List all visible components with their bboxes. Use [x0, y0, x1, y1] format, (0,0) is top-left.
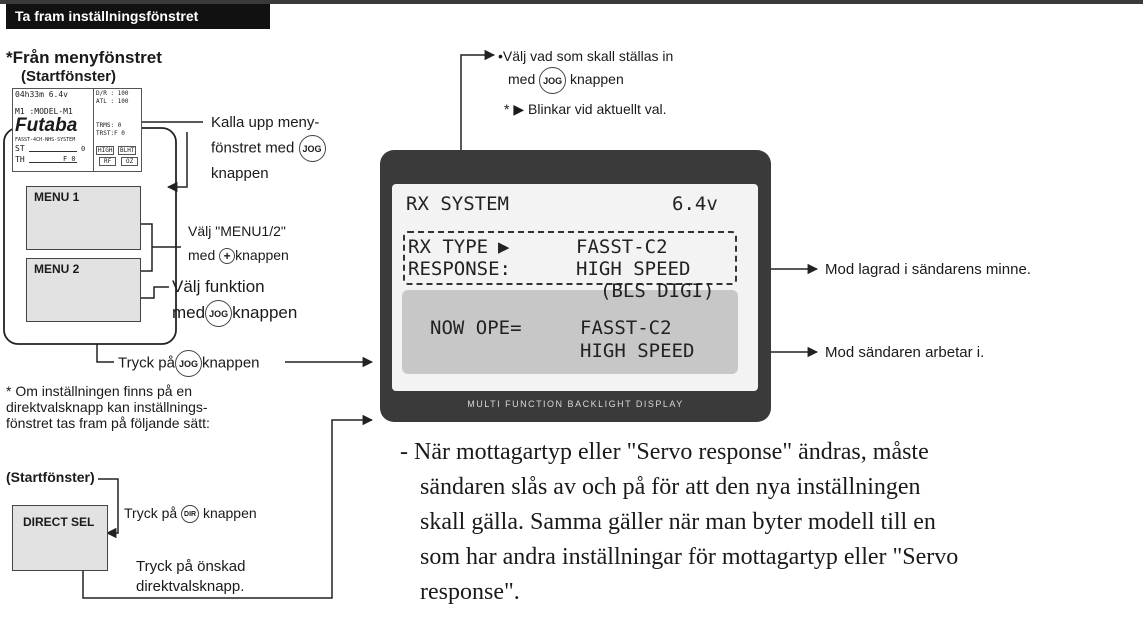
body-line-3: skall gälla. Samma gäller när man byter …: [420, 509, 936, 535]
body-line-5: response".: [420, 579, 520, 605]
mini-atl: ATL : 100: [96, 98, 129, 105]
body-line-4: som har andra inställningar för mottagar…: [420, 544, 959, 570]
top-rule: [0, 0, 1143, 4]
stored-mode-callout: Mod lagrad i sändarens minne.: [825, 261, 1031, 278]
response-label: RESPONSE:: [408, 258, 511, 280]
mini-btn-high: HIGH: [96, 146, 115, 155]
direct-sel-label: DIRECT SEL: [23, 515, 95, 529]
select-func-line3: knappen: [232, 303, 298, 322]
start-window-label: (Startfönster): [21, 68, 117, 85]
operating-mode-callout: Mod sändaren arbetar i.: [825, 344, 985, 361]
jog-button-icon: JOG: [205, 300, 233, 328]
now-ope-box: [402, 290, 738, 374]
stored-mode-box: [403, 231, 737, 285]
press-dir-suffix: knappen: [202, 505, 257, 521]
rx-type-value: FASST-C2: [576, 236, 668, 258]
from-menu-title: *Från menyfönstret: [6, 48, 162, 67]
lcd-caption: MULTI FUNCTION BACKLIGHT DISPLAY: [467, 399, 684, 409]
mini-btn-blht: BLHT: [118, 146, 137, 155]
blink-asterisk: *: [504, 101, 510, 117]
mini-start-screen: 04h33m 6.4v M1 :MODEL-M1 Futaba FASST-4C…: [12, 88, 142, 172]
mini-th-bar: [29, 162, 77, 163]
mini-dr: D/R : 100: [96, 90, 129, 97]
select-what-line1: •Välj vad som skall ställas in: [498, 48, 674, 64]
lcd-cursor-triangle-icon: ▶: [498, 236, 510, 258]
press-desired-line2: direktvalsknapp.: [136, 578, 245, 595]
select-menu-text: Välj "MENU1/2" med +knappen: [188, 219, 289, 267]
plus-button-icon: +: [219, 248, 236, 265]
response-value-2: (BLS DIGI): [600, 280, 715, 302]
now-ope-label: NOW OPE=: [430, 317, 522, 339]
mini-row-model: M1 :MODEL-M1: [15, 107, 73, 116]
note-line2: direktvalsknapp kan inställnings-: [6, 399, 208, 415]
body-line-2: sändaren slås av och på för att den nya …: [420, 474, 921, 500]
mini-trst: TRST:F 0: [96, 130, 125, 137]
body-line-1: - När mottagartyp eller "Servo response"…: [400, 439, 929, 465]
lcd-title: RX SYSTEM: [406, 193, 509, 215]
response-value: HIGH SPEED: [576, 258, 691, 280]
blink-text: Blinkar vid aktuellt val.: [528, 101, 667, 117]
call-menu-text: Kalla upp meny- fönstret med JOG knappen: [211, 111, 326, 186]
now-ope-value-1: FASST-C2: [580, 317, 672, 339]
press-dir-text: Tryck på DIR knappen: [124, 505, 257, 524]
select-func-line2: med: [172, 303, 206, 322]
press-jog-suffix: knappen: [201, 354, 260, 372]
menu2-panel: MENU 2: [26, 258, 141, 322]
dir-button-icon: DIR: [181, 505, 200, 524]
mini-btn-oz: OZ: [121, 157, 139, 166]
press-dir-prefix: Tryck på: [124, 505, 178, 521]
jog-button-icon: JOG: [298, 135, 326, 162]
note-line1: * Om inställningen finns på en: [6, 383, 192, 399]
blink-note: * ▶ Blinkar vid aktuellt val.: [504, 101, 667, 118]
menu1-label: MENU 1: [34, 190, 80, 204]
mini-row-time: 04h33m 6.4v: [15, 90, 68, 99]
select-menu-line3: knappen: [235, 247, 289, 263]
menu1-panel: MENU 1: [26, 186, 141, 250]
triangle-right-icon: ▶: [513, 101, 525, 117]
mini-btn-rf: RF: [99, 157, 117, 166]
mini-divider: [93, 89, 94, 171]
mini-th: TH: [15, 155, 25, 164]
rx-type-label: RX TYPE: [408, 236, 489, 258]
mini-brand: Futaba: [15, 115, 78, 136]
section-header: Ta fram inställningsfönstret: [6, 4, 270, 29]
menu2-label: MENU 2: [34, 262, 80, 276]
call-menu-line2: fönstret med: [211, 139, 295, 157]
mini-th-val: F 0: [63, 155, 76, 163]
mini-trms: TRMS: 0: [96, 122, 122, 129]
select-menu-line2: med: [188, 247, 216, 263]
press-desired-line1: Tryck på önskad: [136, 558, 246, 575]
select-what-line2: med: [508, 71, 536, 88]
select-what-text: •Välj vad som skall ställas in med JOG k…: [498, 45, 673, 94]
mini-row-system: FASST-4CH-NHS-SYSTEM: [15, 137, 76, 143]
body-paragraph: - När mottagartyp eller "Servo response"…: [400, 435, 1140, 610]
call-menu-line3: knappen: [211, 165, 269, 182]
start-window-label-2: (Startfönster): [6, 469, 95, 485]
mini-st: ST: [15, 144, 25, 153]
jog-button-icon: JOG: [174, 350, 202, 377]
jog-button-icon: JOG: [539, 67, 567, 94]
direct-sel-panel: DIRECT SEL: [12, 505, 108, 571]
mini-st-val: 0: [81, 145, 86, 153]
select-menu-line1: Välj "MENU1/2": [188, 223, 286, 239]
call-menu-line1: Kalla upp meny-: [211, 114, 320, 131]
direct-note: * Om inställningen finns på en direktval…: [6, 383, 210, 431]
note-line3: fönstret tas fram på följande sätt:: [6, 415, 210, 431]
select-what-line3: knappen: [570, 71, 624, 88]
select-func-line1: Välj funktion: [172, 277, 265, 296]
press-jog-prefix: Tryck på: [118, 354, 175, 372]
mini-st-bar: [29, 151, 77, 152]
now-ope-value-2: HIGH SPEED: [580, 340, 695, 362]
press-desired-text: Tryck på önskad direktvalsknapp.: [136, 557, 246, 597]
lcd-voltage: 6.4v: [672, 193, 718, 215]
